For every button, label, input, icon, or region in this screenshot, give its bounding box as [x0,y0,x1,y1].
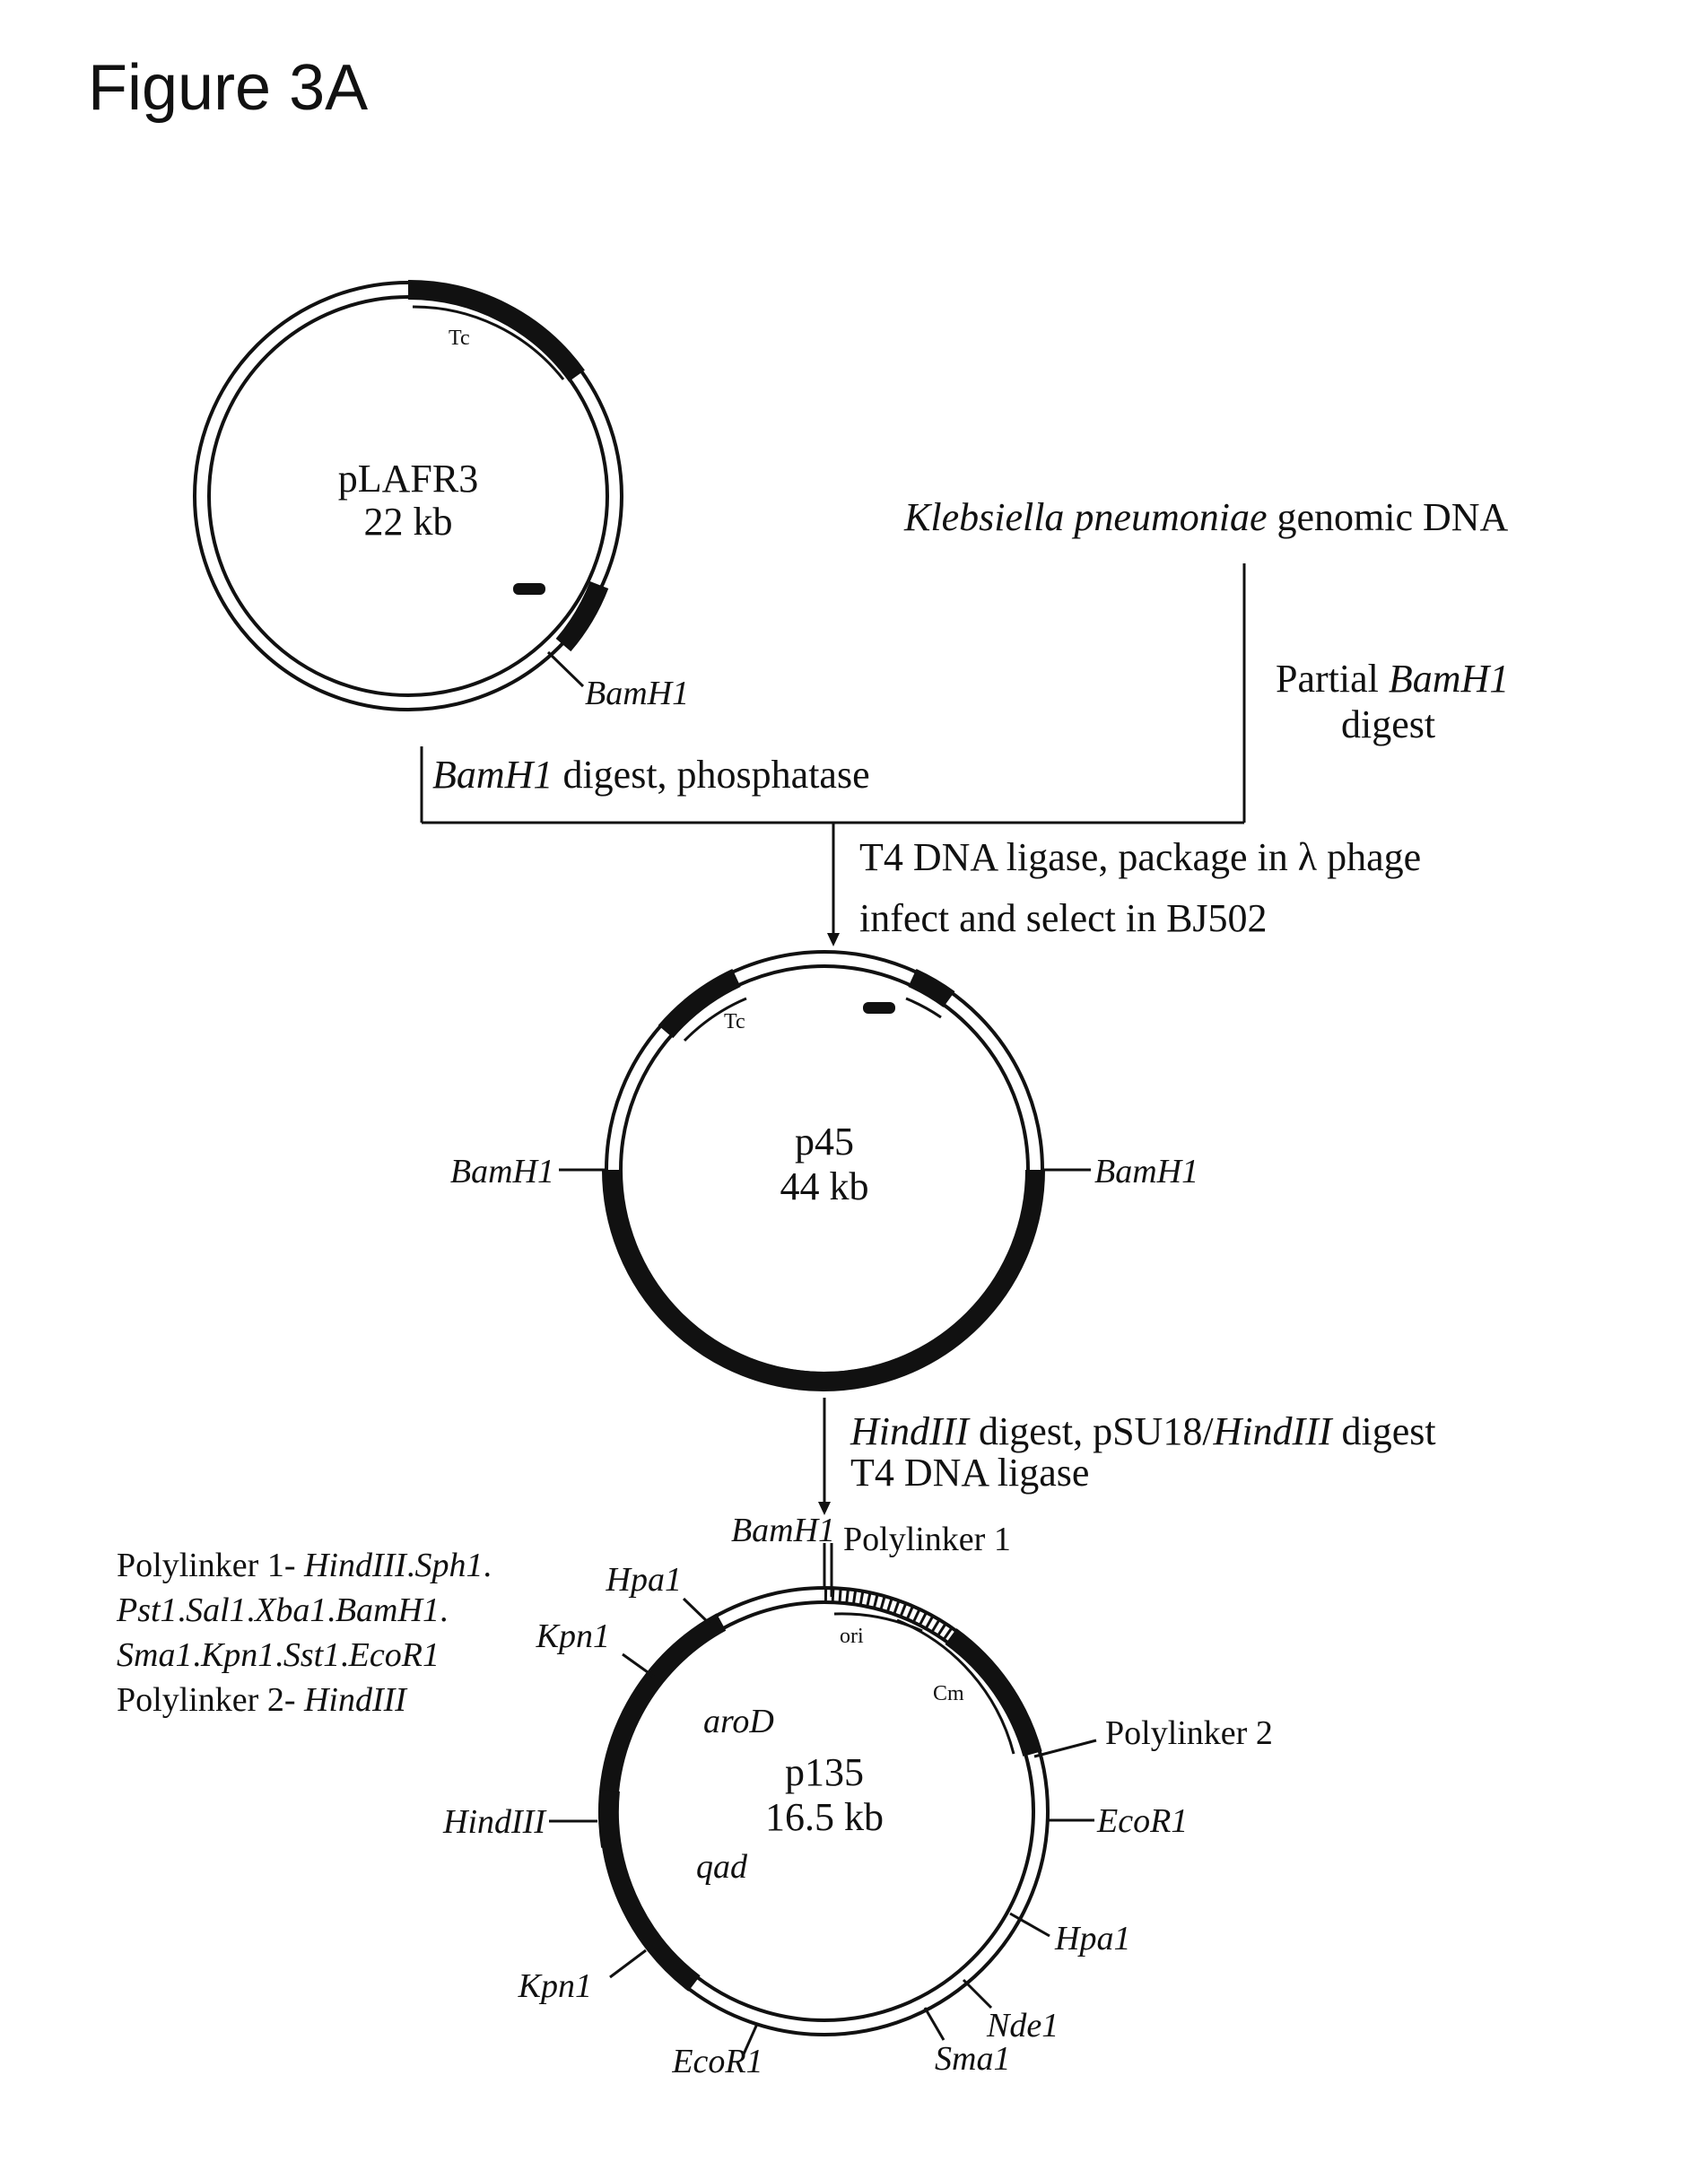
plafr3-bamh1-label: BamH1 [585,675,689,712]
p135-arod-label: aroD [703,1703,774,1740]
p45-bamh1-left-label: BamH1 [450,1153,554,1190]
svg-text:Sma1: Sma1 [935,2040,1010,2078]
plasmid-p135: ori Cm aroD qad p135 16.5 kb BamH1 Polyl… [442,1512,1273,2080]
plafr3-cos-mark [513,583,545,595]
svg-text:HindIII: HindIII [442,1803,547,1841]
p135-nde1-label: Nde1 [986,2007,1059,2045]
plafr3-tc-label: Tc [449,327,470,350]
figure-title: Figure 3A [88,52,368,124]
svg-text:EcoR1: EcoR1 [671,2043,762,2080]
p135-cm-label: Cm [933,1682,964,1705]
p135-polylinker2-label: Polylinker 2 [1105,1714,1273,1752]
plafr3-size: 22 kb [364,500,453,544]
p45-tc-arrow [683,997,747,1042]
svg-text:aroD: aroD [703,1703,774,1740]
p135-hpa1-right-tick [1009,1912,1050,1938]
svg-text:Kpn1: Kpn1 [536,1617,610,1655]
p135-kpn1-top-tick [622,1652,655,1678]
p135-qad-segment [598,1789,701,1992]
polylinker-key-line2: Pst1.Sal1.Xba1.BamH1. [116,1591,448,1629]
p135-name: p135 [785,1750,864,1794]
plafr3-tc-segment [407,279,585,382]
p135-hpa1-top-tick [682,1597,711,1626]
polylinker-key-line3: Sma1.Kpn1.Sst1.EcoR1 [117,1636,440,1674]
hind-step-line2: T4 DNA ligase [850,1451,1089,1495]
ligase-step-line2: infect and select in BJ502 [859,896,1268,940]
p135-hind3-label: HindIII [442,1803,547,1841]
plafr3-cos-segment [555,580,609,652]
plafr3-bamh1-tick [546,650,585,688]
svg-text:Nde1: Nde1 [986,2007,1059,2045]
svg-text:BamH1: BamH1 [731,1512,835,1549]
svg-text:BamH1: BamH1 [450,1153,554,1190]
p135-ecor1-bottom-label: EcoR1 [671,2043,762,2080]
p45-cos-arrow [905,997,942,1019]
p135-ecor1-right-label: EcoR1 [1096,1802,1188,1840]
p135-qad-label: qad [696,1848,748,1886]
source-dna-label: Klebsiella pneumoniae genomic DNA [903,495,1509,539]
p45-tc-segment [658,969,741,1039]
p45-bamh1-right-label: BamH1 [1094,1153,1198,1190]
p135-cm-segment [945,1628,1042,1757]
p135-polylinker1-label: Polylinker 1 [843,1521,1011,1558]
p135-size: 16.5 kb [765,1795,884,1839]
hind-step-line1: HindIII digest, pSU18/HindIII digest [850,1409,1436,1453]
svg-text:EcoR1: EcoR1 [1096,1802,1188,1840]
p135-ori-label: ori [840,1625,864,1648]
p135-ecor1-bottom-tick [741,2023,759,2057]
svg-text:BamH1: BamH1 [1094,1153,1198,1190]
p135-nde1-tick [962,1978,993,2010]
svg-text:qad: qad [696,1848,748,1886]
ligase-step-line1: T4 DNA ligase, package in λ phage [859,835,1421,879]
p135-cm-arrow [896,1618,1015,1755]
svg-text:Kpn1: Kpn1 [518,1967,592,2005]
p135-sma1-tick [923,2007,946,2041]
partial-digest-line1: Partial BamH1 [1276,657,1509,701]
p135-bamh1-label: BamH1 [731,1512,835,1549]
svg-text:Hpa1: Hpa1 [606,1561,682,1599]
bamh1-digest-step: BamH1 digest, phosphatase [432,753,870,797]
p135-sma1-label: Sma1 [935,2040,1010,2078]
svg-text:Hpa1: Hpa1 [1054,1920,1130,1957]
p45-tc-label: Tc [724,1010,745,1033]
svg-text:BamH1: BamH1 [585,675,689,712]
p45-insert-segment [602,1169,1045,1391]
plasmid-p45: Tc p45 44 kb BamH1 BamH1 [450,950,1198,1391]
plasmid-plafr3: Tc pLAFR3 22 kb BamH1 [193,279,689,712]
polylinker-key: Polylinker 1- HindIII.Sph1. Pst1.Sal1.Xb… [116,1547,492,1719]
p135-polylinker2-tick [1033,1739,1097,1758]
p135-kpn1-bottom-label: Kpn1 [518,1967,592,2005]
polylinker-key-line1: Polylinker 1- HindIII.Sph1. [117,1547,492,1584]
p135-ori-segment [824,1589,961,1648]
ligation-arrow-head [827,933,840,946]
p135-kpn1-top-label: Kpn1 [536,1617,610,1655]
p45-size: 44 kb [780,1164,869,1208]
p45-cos-mark [863,1002,895,1014]
p135-hpa1-right-label: Hpa1 [1054,1920,1130,1957]
p45-cos-segment [908,968,955,1008]
plafr3-tc-arrow [412,305,565,380]
plafr3-inner-ring [207,295,609,697]
hind-arrow-head [818,1502,831,1515]
partial-digest-line2: digest [1341,702,1435,746]
p45-name: p45 [795,1120,854,1164]
p135-hpa1-top-label: Hpa1 [606,1561,682,1599]
p135-kpn1-bottom-tick [609,1949,647,1979]
polylinker-key-line4: Polylinker 2- HindIII [117,1681,408,1719]
plafr3-name: pLAFR3 [338,457,478,501]
